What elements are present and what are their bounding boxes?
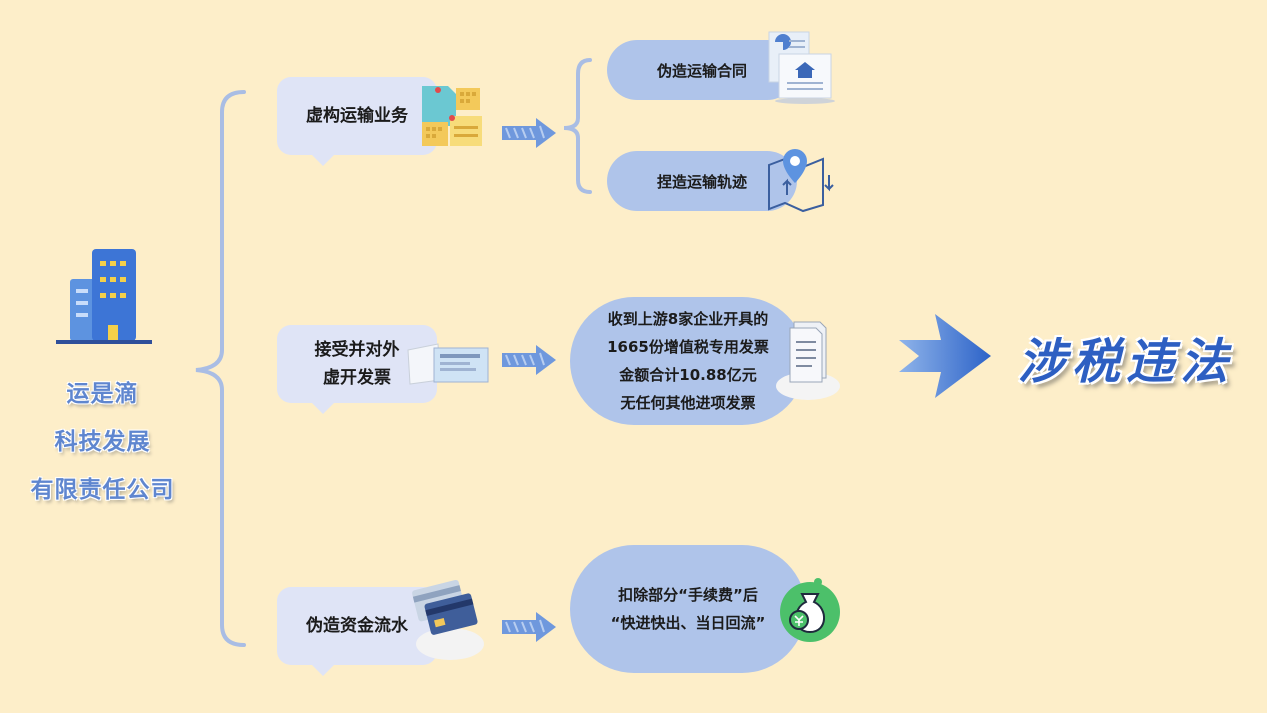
branch-label: 虚构运输业务 xyxy=(306,106,408,126)
outcome-line-3: 金额合计10.88亿元 xyxy=(619,366,757,384)
sub-bracket xyxy=(563,58,592,194)
branch-label: 伪造资金流水 xyxy=(306,616,408,636)
location-track-icon xyxy=(768,149,834,213)
contract-icon xyxy=(768,31,835,104)
branch-forged-fund-flow: 伪造资金流水 xyxy=(277,587,437,676)
outcome-fabricated-track: 捏造运输轨迹 xyxy=(607,151,797,211)
outcome-text: 捏造运输轨迹 xyxy=(656,172,747,191)
receipt-stack-icon xyxy=(776,321,840,400)
outcome-forged-contract: 伪造运输合同 xyxy=(607,40,797,100)
outcome-text: 伪造运输合同 xyxy=(656,61,747,80)
arrow-icon xyxy=(502,612,556,642)
money-bag-icon xyxy=(780,578,840,642)
arrow-icon xyxy=(502,118,556,148)
office-building-icon xyxy=(56,249,152,344)
company-name-line-2: 科技发展 xyxy=(54,429,151,455)
outcome-fund-return: 扣除部分“手续费”后 “快进快出、当日回流” xyxy=(570,545,806,673)
company-name-line-1: 运是滴 xyxy=(66,381,139,407)
result-arrow-icon xyxy=(899,314,991,398)
outcome-line-4: 无任何其他进项发票 xyxy=(620,394,756,412)
invoice-icon xyxy=(407,343,489,385)
main-bracket xyxy=(195,90,246,647)
outcome-invoices-received: 收到上游8家企业开具的 1665份增值税专用发票 金额合计10.88亿元 无任何… xyxy=(570,297,806,425)
company-name-line-3: 有限责任公司 xyxy=(30,477,175,503)
branch-label-line-1: 接受并对外 xyxy=(314,340,400,360)
documents-icon xyxy=(422,86,482,146)
outcome-line-2: 1665份增值税专用发票 xyxy=(607,338,769,356)
outcome-line-1: 收到上游8家企业开具的 xyxy=(607,310,769,328)
result-tax-violation: 涉税违法 xyxy=(1018,334,1235,390)
branch-fake-transport-business: 虚构运输业务 xyxy=(277,77,437,166)
outcome-line-2: “快进快出、当日回流” xyxy=(610,614,766,632)
arrow-icon xyxy=(502,345,556,375)
outcome-line-1: 扣除部分“手续费”后 xyxy=(618,586,758,604)
bank-cards-icon xyxy=(412,579,484,660)
branch-label-line-2: 虚开发票 xyxy=(323,368,391,388)
